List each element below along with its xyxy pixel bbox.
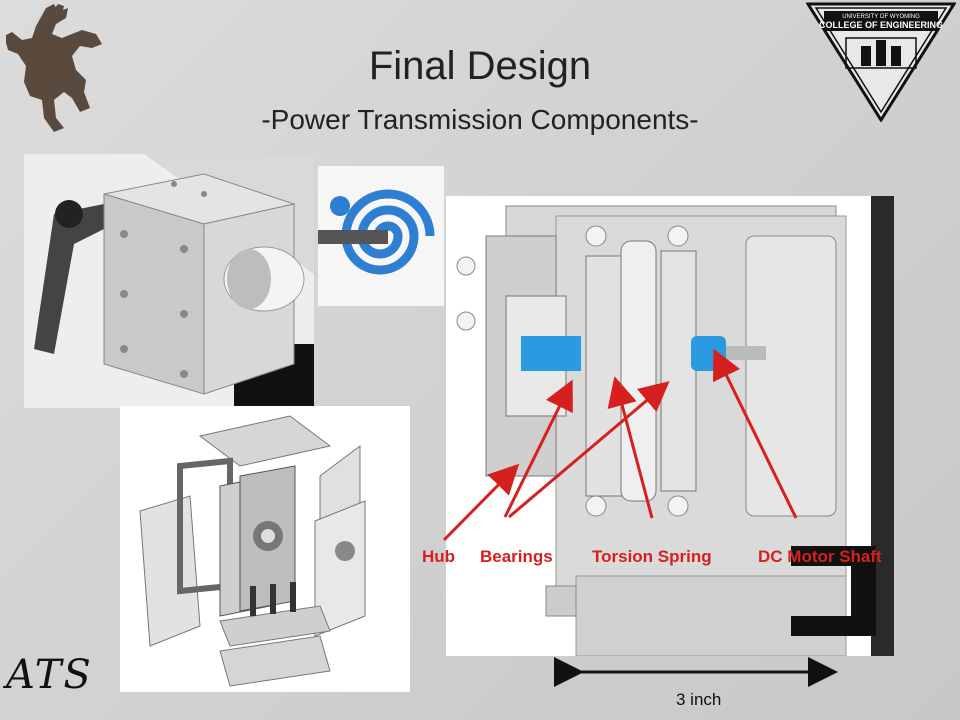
scale-label: 3 inch	[676, 690, 722, 709]
callout-torsion-spring-label: Torsion Spring	[592, 547, 712, 566]
svg-text:UNIVERSITY OF WYOMING: UNIVERSITY OF WYOMING	[842, 14, 920, 20]
motor-shaft-arrow	[713, 348, 798, 519]
housing-render-image	[24, 154, 314, 408]
torsion-spring-arrow	[607, 376, 654, 519]
svg-text:COLLEGE OF ENGINEERING: COLLEGE OF ENGINEERING	[819, 20, 943, 30]
callout-hub-label: Hub	[422, 547, 456, 566]
callout-bearings-label: Bearings	[480, 547, 553, 566]
slide-title: Final Design	[368, 44, 592, 88]
torsion-spring-render-image	[318, 166, 444, 306]
bearing-arrow-1	[503, 379, 573, 518]
callout-dc-motor-shaft-label: DC Motor Shaft	[758, 547, 882, 566]
slide-subtitle: -Power Transmission Components-	[261, 104, 699, 135]
hub-arrow	[442, 463, 520, 542]
ats-logo: ATS	[6, 652, 93, 698]
exploded-view-image	[120, 406, 410, 692]
college-of-engineering-seal: UNIVERSITY OF WYOMING COLLEGE OF ENGINEE…	[806, 2, 956, 122]
bucking-horse-logo	[6, 4, 102, 132]
bearing-arrow-2	[508, 381, 670, 519]
